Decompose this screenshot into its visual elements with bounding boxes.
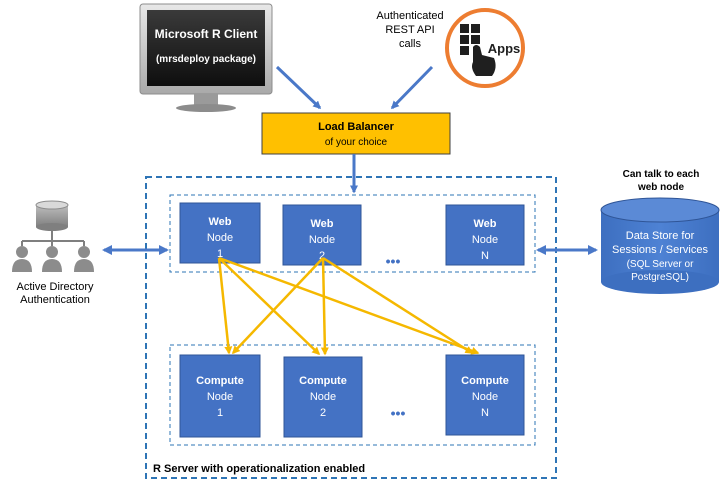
web-node-2: Web Node 2 bbox=[282, 204, 362, 266]
compute-node-id: 2 bbox=[320, 407, 326, 419]
web1-to-compute1-arrow bbox=[217, 257, 233, 355]
data-store-note-line-1: Can talk to each bbox=[623, 169, 700, 180]
compute-node-title: Compute bbox=[461, 375, 509, 387]
compute-node-id: 1 bbox=[217, 407, 223, 419]
web-node-label: Node bbox=[472, 234, 498, 246]
touch-apps-icon bbox=[445, 8, 525, 88]
cluster-label: R Server with operationalization enabled bbox=[153, 463, 365, 475]
compute-node-title: Compute bbox=[299, 375, 347, 387]
web2-to-compute2-arrow bbox=[320, 257, 329, 356]
monitor-icon bbox=[139, 3, 273, 112]
web-node-label: Node bbox=[207, 232, 233, 244]
compute-node-label: Node bbox=[472, 391, 498, 403]
data-store-title-line-1: Data Store for bbox=[626, 230, 695, 242]
web-node-group bbox=[169, 194, 536, 273]
web-node-label: Node bbox=[309, 234, 335, 246]
data-store-detail-line-2: PostgreSQL) bbox=[631, 272, 689, 283]
r-client: Microsoft R Client (mrsdeploy package) bbox=[139, 3, 273, 112]
cluster-boundary bbox=[145, 176, 557, 479]
rest-api-label-line-2: REST API bbox=[385, 24, 434, 36]
web2-to-compute1-arrow bbox=[231, 257, 324, 355]
compute-node-n: Compute Node N bbox=[445, 354, 525, 436]
compute-node-2: Compute Node 2 bbox=[283, 356, 363, 438]
compute-node-id: N bbox=[481, 407, 489, 419]
load-balancer: Load Balancer of your choice bbox=[261, 112, 451, 155]
load-balancer-subtitle: of your choice bbox=[325, 137, 388, 148]
web-node-id: 2 bbox=[319, 250, 325, 262]
web-ellipsis: ••• bbox=[386, 253, 401, 269]
web2-to-computen-arrow bbox=[322, 256, 474, 355]
active-directory-label-line-1: Active Directory bbox=[16, 281, 94, 293]
data-store-detail-line-1: (SQL Server or bbox=[627, 259, 695, 270]
web-node-title: Web bbox=[473, 218, 496, 230]
web-node-title: Web bbox=[310, 218, 333, 230]
api-to-lb-arrow bbox=[390, 65, 434, 110]
data-store-note-line-2: web node bbox=[637, 182, 685, 193]
compute-node-label: Node bbox=[310, 391, 336, 403]
data-store: Can talk to each web node Data Store for… bbox=[600, 169, 720, 294]
rest-api-label-line-1: Authenticated bbox=[376, 10, 443, 22]
web-node-id: N bbox=[481, 250, 489, 262]
web1-to-computen-arrow bbox=[218, 256, 480, 355]
load-balancer-title: Load Balancer bbox=[318, 121, 395, 133]
apps-label: Apps bbox=[488, 41, 521, 56]
client-to-lb-arrow bbox=[275, 65, 322, 110]
compute-node-title: Compute bbox=[196, 375, 244, 387]
web-to-compute-arrows bbox=[217, 256, 480, 356]
client-subtitle: (mrsdeploy package) bbox=[156, 54, 256, 65]
web-node-1: Web Node 1 bbox=[179, 202, 261, 264]
active-directory: Active Directory Authentication bbox=[12, 200, 94, 306]
database-cylinder-icon bbox=[600, 197, 720, 294]
rest-api-label-line-3: calls bbox=[399, 38, 422, 50]
rest-api-client: Authenticated REST API calls Apps bbox=[376, 8, 525, 88]
data-store-title-line-2: Sessions / Services bbox=[612, 244, 708, 256]
compute-ellipsis: ••• bbox=[391, 405, 406, 421]
compute-node-label: Node bbox=[207, 391, 233, 403]
org-chart-users-icon bbox=[12, 200, 94, 272]
web-node-n: Web Node N bbox=[445, 204, 525, 266]
web-node-id: 1 bbox=[217, 248, 223, 260]
active-directory-label-line-2: Authentication bbox=[20, 294, 90, 306]
compute-node-1: Compute Node 1 bbox=[179, 354, 261, 438]
client-title: Microsoft R Client bbox=[155, 27, 258, 41]
compute-node-group bbox=[169, 344, 536, 446]
web-node-title: Web bbox=[208, 216, 231, 228]
web1-to-compute2-arrow bbox=[218, 257, 321, 356]
